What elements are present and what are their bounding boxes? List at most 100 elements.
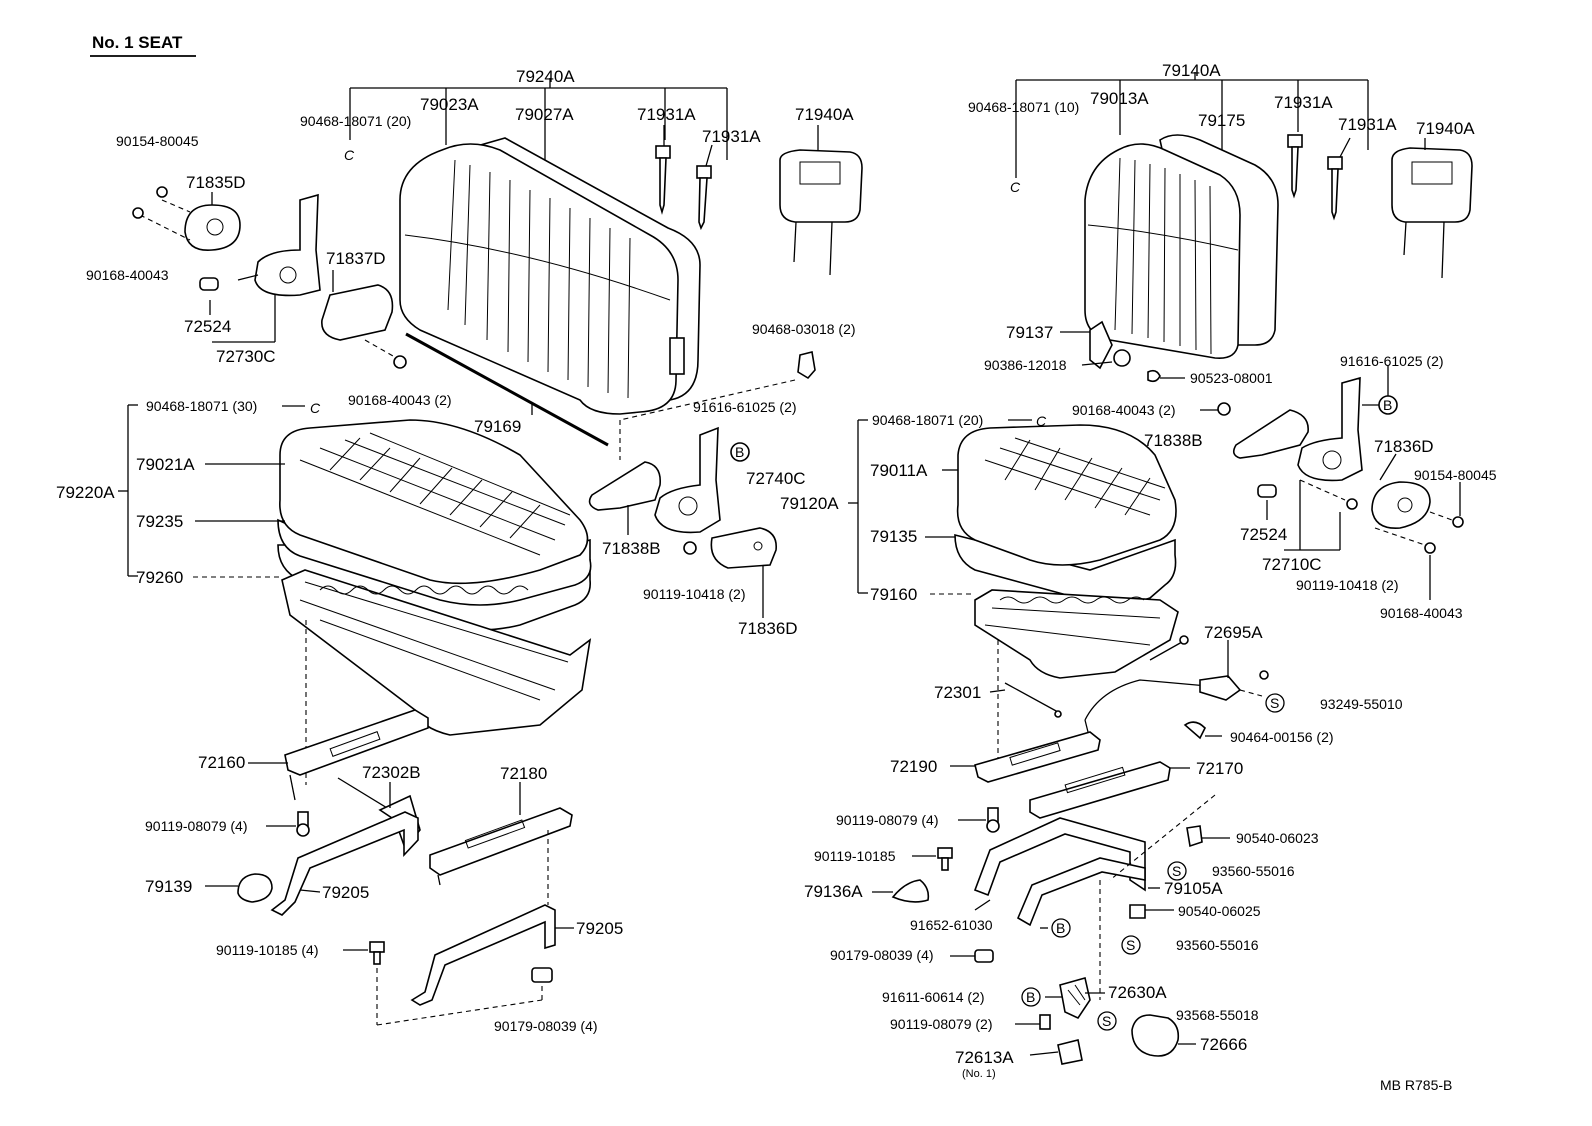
right-clip-d-part <box>1186 825 1203 848</box>
left-label-leg-a: 79205 <box>322 883 369 902</box>
left-adjuster-part <box>199 193 321 297</box>
left-label-bolt-f: 90119-10185 (4) <box>216 942 318 958</box>
right-label-cush-cover: 79011A <box>870 461 928 480</box>
right-bolt-j-part <box>1039 1014 1051 1030</box>
left-back-assy-bracket <box>349 78 728 165</box>
left-bolt-f-part <box>369 941 385 965</box>
right-cushion-frame <box>974 589 1179 679</box>
right-label-headrest: 71940A <box>1416 119 1475 138</box>
right-label-cable-b: 72695A <box>1204 623 1263 642</box>
right-label-back-cover: 79013A <box>1090 89 1149 108</box>
right-label-clip-a: 90523-08001 <box>1190 370 1273 386</box>
left-label-hog-ring-back: 90468-18071 (20) <box>300 113 411 129</box>
left-label-cush-cover: 79021A <box>136 455 195 474</box>
right-label-bolt-g: 90119-10185 <box>814 848 896 864</box>
right-label-hog-ring-back: 90468-18071 (10) <box>968 99 1079 115</box>
left-label-bolt-c: 91616-61025 (2) <box>693 399 797 415</box>
right-bracket-part <box>1217 402 1309 459</box>
badge-rings <box>1021 693 1285 1031</box>
right-badge-s-bush-a: S <box>1172 863 1181 879</box>
left-label-cap: 79139 <box>145 877 192 896</box>
right-striker-part <box>1057 1039 1083 1065</box>
right-badge-c-back: C <box>1010 179 1021 195</box>
left-label-bolt-a: 90168-40043 <box>86 267 169 283</box>
right-label-cush-frame: 79160 <box>870 585 917 604</box>
left-leg-a-part <box>270 811 419 916</box>
right-bolt-d-part <box>1346 498 1358 510</box>
left-label-nut: 90179-08039 (4) <box>494 1018 598 1034</box>
right-track-a-part <box>974 731 1101 783</box>
right-label-stopper: 72630A <box>1108 983 1167 1002</box>
right-label-nut: 90179-08039 (4) <box>830 947 934 963</box>
left-label-track-b: 72180 <box>500 764 547 783</box>
right-label-clip-b: 93249-55010 <box>1320 696 1403 712</box>
left-label-adjuster: 72730C <box>216 347 276 366</box>
right-label-bolt-a: 90386-12018 <box>984 357 1067 373</box>
right-bolt-g-part <box>937 847 953 871</box>
left-label-cover-d: 71835D <box>186 173 246 192</box>
left-label-bolt-d: 90119-10418 (2) <box>643 586 745 602</box>
right-cable-b-part <box>1084 635 1269 741</box>
left-label-back-pad: 79027A <box>515 105 574 124</box>
right-badge-b-bolt-b: B <box>1383 397 1392 413</box>
left-label-bracket: 71838B <box>602 539 661 558</box>
right-label-leg: 79105A <box>1164 879 1223 898</box>
left-support-b-part <box>696 165 712 231</box>
left-label-recliner: 72740C <box>746 469 806 488</box>
left-label-hog-ring-cush: 90468-18071 (30) <box>146 398 257 414</box>
diagram-title: No. 1 SEAT <box>92 33 183 52</box>
left-label-back-cover: 79023A <box>420 95 479 114</box>
left-label-cushion-assy: 79220A <box>56 483 115 502</box>
right-label-bolt-j: 90119-08079 (2) <box>890 1016 992 1032</box>
right-badge-b-bolt-i: B <box>1026 989 1035 1005</box>
right-label-clip-d: 90540-06023 <box>1236 830 1319 846</box>
right-label-cover-a: 79136A <box>804 882 863 901</box>
left-recliner-part <box>654 426 750 534</box>
left-label-hinge-cover: 71837D <box>326 249 386 268</box>
left-label-headrest: 71940A <box>795 105 854 124</box>
left-label-leg-b: 79205 <box>576 919 623 938</box>
left-cap-part <box>237 873 273 903</box>
right-bolt-f-part <box>986 807 1000 833</box>
left-label-bolt-e: 90119-08079 (4) <box>145 818 247 834</box>
right-label-bolt-f: 90119-08079 (4) <box>836 812 938 828</box>
right-support-a-part <box>1287 134 1303 199</box>
left-badge-c-back: C <box>344 147 355 163</box>
left-bracket-part <box>588 461 662 511</box>
left-badge-c-cush: C <box>310 400 321 416</box>
left-seat-back <box>399 137 701 415</box>
right-track-b-part <box>1029 761 1171 819</box>
right-knob-part <box>1257 484 1277 498</box>
right-label-bush-a: 93560-55016 <box>1212 863 1295 879</box>
right-label-bolt-h: 91652-61030 <box>910 917 993 933</box>
right-bolt-a-part <box>1113 349 1131 367</box>
right-label-bush-b: 93560-55016 <box>1176 937 1259 953</box>
left-track-b-part <box>429 807 573 886</box>
right-support-b-part <box>1327 156 1343 221</box>
footer-code: MB R785-B <box>1380 1077 1452 1093</box>
left-seat-cushion <box>277 419 592 631</box>
left-cushion-frame <box>281 569 592 736</box>
left-cover-e-part <box>683 527 777 569</box>
right-label-knob: 72524 <box>1240 525 1287 544</box>
left-label-support-a: 71931A <box>637 105 696 124</box>
right-label-support-b: 71931A <box>1338 115 1397 134</box>
right-label-bolt-d: 90119-10418 (2) <box>1296 577 1398 593</box>
right-label-clip-e: 90540-06025 <box>1178 903 1261 919</box>
right-badge-s-clip-b: S <box>1270 695 1279 711</box>
right-label-clip-c: 90464-00156 (2) <box>1230 729 1334 745</box>
left-bolt-e-part <box>296 811 310 837</box>
left-clip-part <box>797 351 816 380</box>
left-label-rod: 79169 <box>474 417 521 436</box>
left-cover-d-part <box>132 186 241 251</box>
right-label-bolt-i: 91611-60614 (2) <box>882 989 984 1005</box>
right-screw-a-part <box>1452 516 1464 528</box>
right-cover-d-part <box>1371 481 1431 529</box>
left-track-a-part <box>284 709 429 801</box>
right-clip-a-part <box>1147 369 1161 383</box>
right-label-hog-ring-cush: 90468-18071 (20) <box>872 412 983 428</box>
left-label-clip: 90468-03018 (2) <box>752 321 856 337</box>
right-label-guide: 79137 <box>1006 323 1053 342</box>
left-leg-b-part <box>410 904 556 1006</box>
